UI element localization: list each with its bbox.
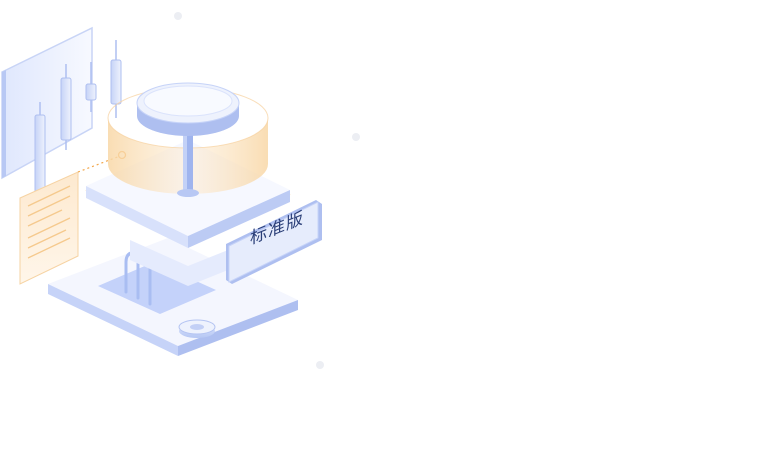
candlestick-chart-icon	[1, 26, 122, 205]
round-platform-icon	[107, 82, 269, 197]
edition-badge-plate	[226, 200, 322, 284]
decor-dot	[316, 361, 324, 369]
decor-dot	[352, 133, 360, 141]
decor-dot	[174, 12, 182, 20]
document-icon	[19, 171, 79, 285]
